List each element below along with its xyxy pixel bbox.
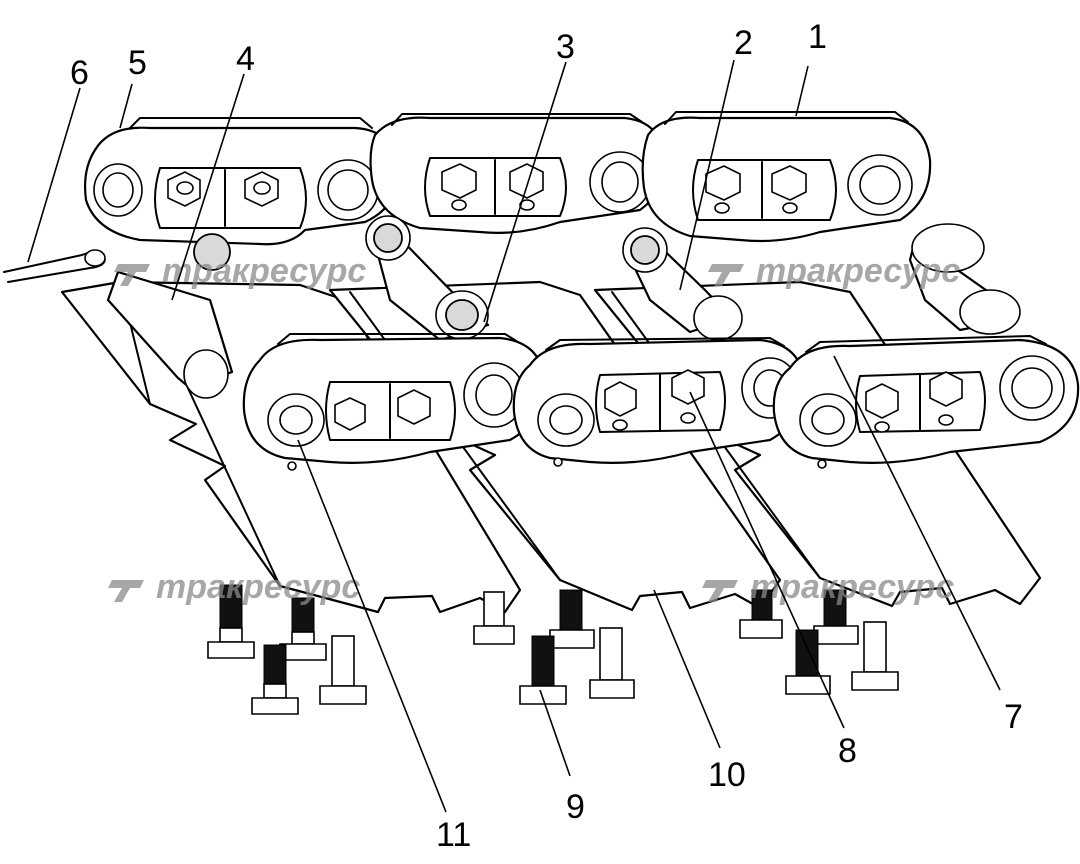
- leader-9: [539, 689, 571, 777]
- pin-item-4: [106, 233, 234, 399]
- leader-7: [833, 355, 1001, 691]
- callout-10: 10: [708, 756, 746, 794]
- shoe-bolt: [473, 591, 515, 645]
- shoe-bolt: [519, 635, 567, 705]
- front-link-right: [772, 335, 1080, 469]
- back-link-right: [641, 111, 932, 243]
- bushing-item-3: [365, 215, 490, 342]
- watermark-bottom-right: тракресурс: [702, 568, 954, 606]
- callout-9: 9: [566, 788, 585, 826]
- svg-text:тракресурс: тракресурс: [756, 252, 960, 290]
- shoe-bolt: [589, 627, 635, 699]
- svg-text:тракресурс: тракресурс: [162, 252, 366, 290]
- callout-8: 8: [838, 732, 857, 770]
- svg-text:тракресурс: тракресурс: [156, 568, 360, 606]
- shoe-bolt: [279, 597, 327, 661]
- leader-3: [483, 61, 567, 323]
- callout-4: 4: [236, 40, 255, 78]
- callout-11: 11: [436, 816, 471, 854]
- leader-lines: [27, 59, 1001, 813]
- shoe-bolt: [251, 644, 299, 715]
- leader-2: [679, 59, 735, 291]
- back-link-left: [83, 117, 400, 246]
- shoe-bolt: [851, 621, 899, 691]
- bushing-right: [908, 223, 1021, 335]
- front-link-left: [242, 333, 546, 471]
- shoe-bolt: [319, 635, 367, 705]
- leader-1: [795, 65, 809, 117]
- leader-11: [297, 439, 447, 813]
- svg-text:тракресурс: тракресурс: [750, 568, 954, 606]
- shoe-bolt: [739, 589, 783, 639]
- leader-8: [689, 391, 845, 729]
- leader-6: [27, 87, 81, 263]
- shoe-bolts: [207, 584, 899, 715]
- callout-2: 2: [734, 24, 753, 62]
- callout-3: 3: [556, 28, 575, 66]
- callouts: 1 2 3 4 5 6 7 8 9 10 11: [70, 18, 1023, 854]
- shoe-bolt: [207, 584, 255, 659]
- leader-4: [171, 73, 245, 301]
- back-link-middle: [369, 113, 666, 234]
- leader-5: [119, 83, 133, 129]
- front-link-middle: [512, 337, 806, 467]
- callout-1: 1: [808, 18, 827, 56]
- watermark-bottom-left: тракресурс: [108, 568, 360, 606]
- callout-6: 6: [70, 54, 89, 92]
- shoe-bolt: [813, 589, 859, 645]
- shoe-bolt: [549, 589, 595, 649]
- watermark-top-left: тракресурс: [114, 252, 366, 290]
- cotter-pin-item-6: [3, 249, 106, 283]
- callout-7: 7: [1004, 698, 1023, 736]
- shoe-bolt: [785, 629, 831, 695]
- bushing-item-2: [622, 227, 743, 341]
- watermark-top-right: тракресурс: [708, 252, 960, 290]
- callout-5: 5: [128, 44, 147, 82]
- leader-10: [653, 589, 721, 749]
